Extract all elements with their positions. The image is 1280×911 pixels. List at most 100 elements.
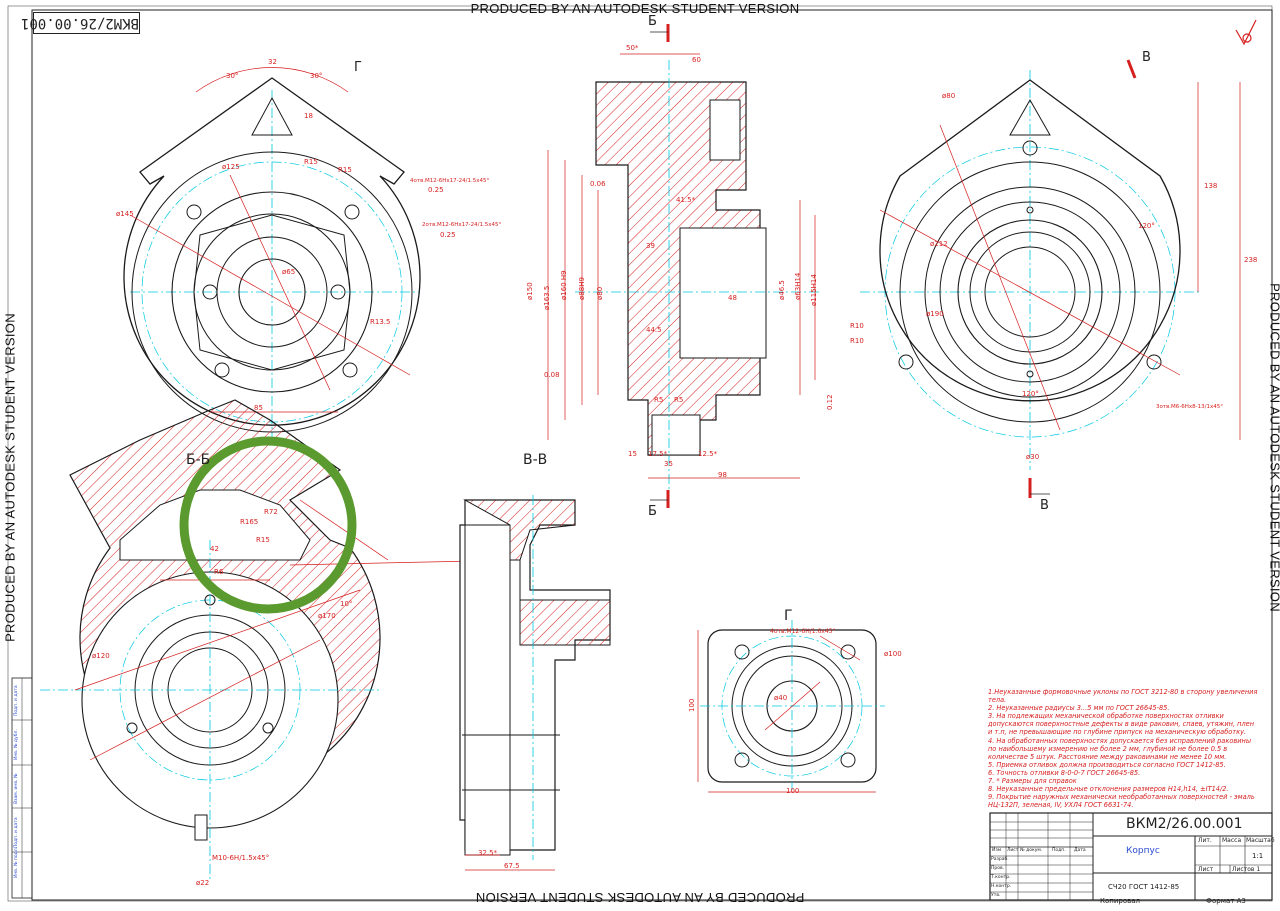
dim-label: 60: [692, 56, 701, 64]
dim-label: 138: [1204, 182, 1217, 190]
note-item: 3. На подлежащих механической обработке …: [988, 712, 1260, 736]
roughness-mark-icon: [1236, 20, 1256, 44]
dim-label: ø46.5: [778, 280, 786, 300]
title-block-row-label: Утв.: [991, 893, 1000, 898]
center-section-view: [548, 24, 820, 508]
dim-label: 0.25: [440, 231, 456, 239]
watermark-top: PRODUCED BY AN AUTODESK STUDENT VERSION: [0, 1, 1270, 16]
watermark-bottom: PRODUCED BY AN AUTODESK STUDENT VERSION: [0, 890, 1280, 905]
dim-label: ø145: [116, 210, 134, 218]
dim-label: R15: [338, 166, 352, 174]
title-block-code: ВКМ2/26.00.001: [1126, 816, 1243, 832]
note-item: 1.Неуказанные формовочные уклоны по ГОСТ…: [988, 688, 1260, 704]
dim-label: 12.5*: [698, 450, 717, 458]
side-stamp-label: Подп. и дата: [14, 817, 19, 848]
dim-label: ø150: [526, 282, 534, 300]
dim-label: ø88H9: [578, 277, 586, 300]
section-title-vv: В-В: [523, 452, 547, 468]
dim-label: ø65: [282, 268, 295, 276]
title-block-lit: Лит.: [1198, 837, 1212, 844]
dim-label: 10°: [340, 600, 352, 608]
dim-label: M10-6H/1.5х45°: [212, 854, 269, 862]
dim-label: 4отв.M12-6Hх17-24/1.5х45°: [410, 178, 489, 184]
side-stamp-label: Инв. № дубл.: [14, 729, 19, 760]
note-item: 4. На обработанных поверхностях допускае…: [988, 737, 1260, 761]
dim-label: 120°: [1022, 390, 1039, 398]
dim-label: 39: [646, 242, 655, 250]
dim-label: R13.5: [370, 318, 390, 326]
section-title-bb: Б-Б: [186, 452, 210, 468]
dim-label: 30°: [226, 72, 238, 80]
dim-label: 4отв.M12-6H/1.6х45°: [770, 628, 835, 635]
title-block-part-name: Корпус: [1126, 846, 1160, 856]
title-block-sheet: Лист: [1198, 866, 1213, 873]
watermark-left: PRODUCED BY AN AUTODESK STUDENT VERSION: [3, 238, 18, 718]
dim-label: 0.25: [428, 186, 444, 194]
dim-label: 32.5*: [478, 849, 497, 857]
title-block-copied: Копировал: [1100, 897, 1140, 905]
dim-label: R6: [214, 568, 223, 576]
dim-label: ø22: [196, 879, 209, 887]
dim-label: R10: [850, 322, 864, 330]
technical-notes: 1.Неуказанные формовочные уклоны по ГОСТ…: [988, 688, 1260, 809]
dim-label: ø212: [930, 240, 948, 248]
dim-label: 100: [688, 699, 696, 712]
dim-label: 48: [728, 294, 737, 302]
side-stamp-label: Инв. № подл.: [14, 847, 19, 878]
dim-label: ø120: [92, 652, 110, 660]
title-block-col-label: Лист: [1007, 848, 1018, 853]
note-item: 6. Точность отливки 8-0-0-7 ГОСТ 26645-8…: [988, 769, 1260, 777]
dim-label: 100: [786, 787, 799, 795]
title-block-mass: Масса: [1222, 837, 1241, 844]
dim-label: 2отв.M12-6Hх17-24/1.5х45°: [422, 222, 501, 228]
note-item: 7. * Размеры для справок: [988, 777, 1260, 785]
title-block-col-label: Подп.: [1052, 848, 1066, 853]
title-block-col-label: Изм: [992, 848, 1001, 853]
title-block-col-label: № докум.: [1020, 848, 1042, 853]
dim-label: R15: [256, 536, 270, 544]
dim-label: 3отв.M6-6Hх8-13/1х45°: [1156, 404, 1223, 410]
note-item: 5. Приемка отливок должна производиться …: [988, 761, 1260, 769]
dim-label: ø115H14: [810, 274, 818, 306]
dim-label: 238: [1244, 256, 1257, 264]
dim-label: R5: [674, 396, 683, 404]
dim-label: ø125: [222, 163, 240, 171]
section-mark-v-bottom: В: [1040, 498, 1049, 513]
dim-label: 98: [718, 471, 727, 479]
dim-label: 18: [304, 112, 313, 120]
dim-label: 85: [254, 404, 263, 412]
title-block-row-label: Н.контр.: [991, 884, 1011, 889]
note-item: 2. Неуказанные радиусы 3...5 мм по ГОСТ …: [988, 704, 1260, 712]
dim-label: 0.08: [544, 371, 560, 379]
dim-label: 35: [664, 460, 673, 468]
dim-label: ø163.5: [543, 286, 551, 310]
dim-label: R10: [850, 337, 864, 345]
dim-label: 120°: [1138, 222, 1155, 230]
dim-label: ø80: [596, 287, 604, 300]
dim-label: 67.5: [504, 862, 520, 870]
dim-label: ø80: [942, 92, 955, 100]
dim-label: 50*: [626, 44, 638, 52]
title-block-row-label: Разраб.: [991, 857, 1009, 862]
title-block-scale-value: 1:1: [1252, 852, 1263, 860]
title-block-sheets: Листов 1: [1232, 866, 1260, 873]
section-mark-v-top: В: [1142, 50, 1151, 65]
bb-section-view: [40, 400, 520, 880]
view-title-g: Г: [784, 608, 793, 624]
side-stamp-label: Подп. и дата: [14, 685, 19, 716]
title-block-row-label: Пров.: [991, 866, 1004, 871]
rotated-drawing-code: ВКМ2/26.00.001: [33, 12, 140, 34]
dim-label: 30°: [310, 72, 322, 80]
dim-label: 44.5: [646, 326, 662, 334]
dim-label: ø63H14: [794, 273, 802, 300]
front-view: [124, 67, 420, 440]
vv-section-view: [460, 495, 610, 870]
g-view: [698, 620, 885, 792]
dim-label: 41.5*: [676, 196, 695, 204]
section-mark-b-bottom: Б: [648, 504, 657, 519]
title-block-scale: Масштаб: [1246, 837, 1275, 844]
dim-label: 32: [268, 58, 277, 66]
dim-label: 15: [628, 450, 637, 458]
dim-label: 17.5*: [648, 450, 667, 458]
dim-label: R15: [304, 158, 318, 166]
